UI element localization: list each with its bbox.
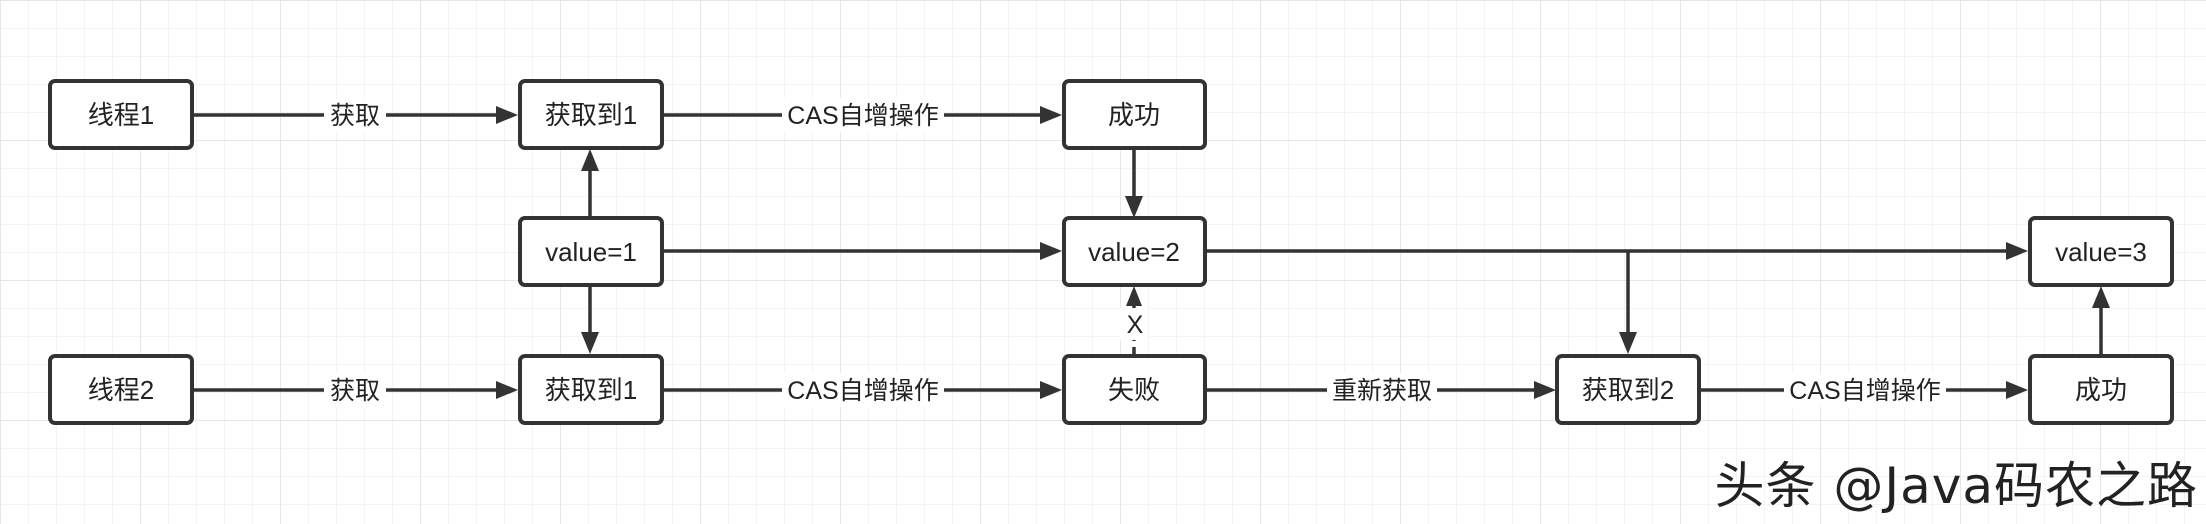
svg-text:失败: 失败 bbox=[1108, 375, 1160, 405]
edge-label-get-bottom: 获取 bbox=[324, 373, 386, 407]
edge-value2-to-acquired2 bbox=[1619, 251, 1637, 354]
watermark: 头条 @Java码农之路 bbox=[1714, 457, 2198, 515]
edge-fail-to-value2 bbox=[1126, 286, 1142, 355]
node-thread1[interactable]: 线程1 bbox=[48, 79, 194, 150]
edge-value1-to-acquired1-bottom bbox=[581, 285, 599, 354]
edge-value2-to-value3 bbox=[1205, 242, 2028, 260]
svg-text:成功: 成功 bbox=[1108, 100, 1160, 130]
node-fail[interactable]: 失败 bbox=[1062, 354, 1207, 425]
node-acquired1-bottom[interactable]: 获取到1 bbox=[518, 354, 664, 425]
svg-text:获取: 获取 bbox=[330, 102, 380, 130]
edge-success-to-value3 bbox=[2092, 286, 2110, 355]
node-value3[interactable]: value=3 bbox=[2028, 216, 2174, 287]
svg-text:线程1: 线程1 bbox=[88, 100, 154, 130]
node-value1[interactable]: value=1 bbox=[518, 216, 664, 287]
svg-text:value=1: value=1 bbox=[545, 237, 637, 267]
edge-label-cas-top: CAS自增操作 bbox=[782, 98, 944, 132]
svg-text:获取到1: 获取到1 bbox=[545, 375, 637, 405]
svg-text:获取到2: 获取到2 bbox=[1582, 375, 1674, 405]
edge-label-reacquire: 重新获取 bbox=[1327, 373, 1437, 407]
node-thread2[interactable]: 线程2 bbox=[48, 354, 194, 425]
svg-text:成功: 成功 bbox=[2075, 375, 2127, 405]
svg-text:重新获取: 重新获取 bbox=[1332, 377, 1432, 405]
node-acquired2[interactable]: 获取到2 bbox=[1555, 354, 1701, 425]
svg-text:CAS自增操作: CAS自增操作 bbox=[787, 102, 938, 130]
svg-text:获取: 获取 bbox=[330, 377, 380, 405]
edge-success-to-value2 bbox=[1125, 150, 1143, 218]
svg-text:X: X bbox=[1127, 311, 1144, 339]
node-success-bottom[interactable]: 成功 bbox=[2028, 354, 2174, 425]
svg-text:value=3: value=3 bbox=[2055, 237, 2147, 267]
svg-text:线程2: 线程2 bbox=[88, 375, 154, 405]
edge-label-cas-bottom-1: CAS自增操作 bbox=[782, 373, 944, 407]
svg-text:value=2: value=2 bbox=[1088, 237, 1180, 267]
edge-value1-to-value2 bbox=[662, 242, 1062, 260]
node-value2[interactable]: value=2 bbox=[1062, 216, 1207, 287]
node-acquired1-top[interactable]: 获取到1 bbox=[518, 79, 664, 150]
svg-text:CAS自增操作: CAS自增操作 bbox=[787, 377, 938, 405]
edge-label-fail-mark: X bbox=[1120, 308, 1148, 340]
edge-label-get-top: 获取 bbox=[324, 98, 386, 132]
edge-label-cas-bottom-2: CAS自增操作 bbox=[1784, 373, 1946, 407]
svg-text:获取到1: 获取到1 bbox=[545, 100, 637, 130]
svg-text:CAS自增操作: CAS自增操作 bbox=[1789, 377, 1940, 405]
edge-value1-to-acquired1-top bbox=[581, 149, 599, 217]
node-success-top[interactable]: 成功 bbox=[1062, 79, 1207, 150]
